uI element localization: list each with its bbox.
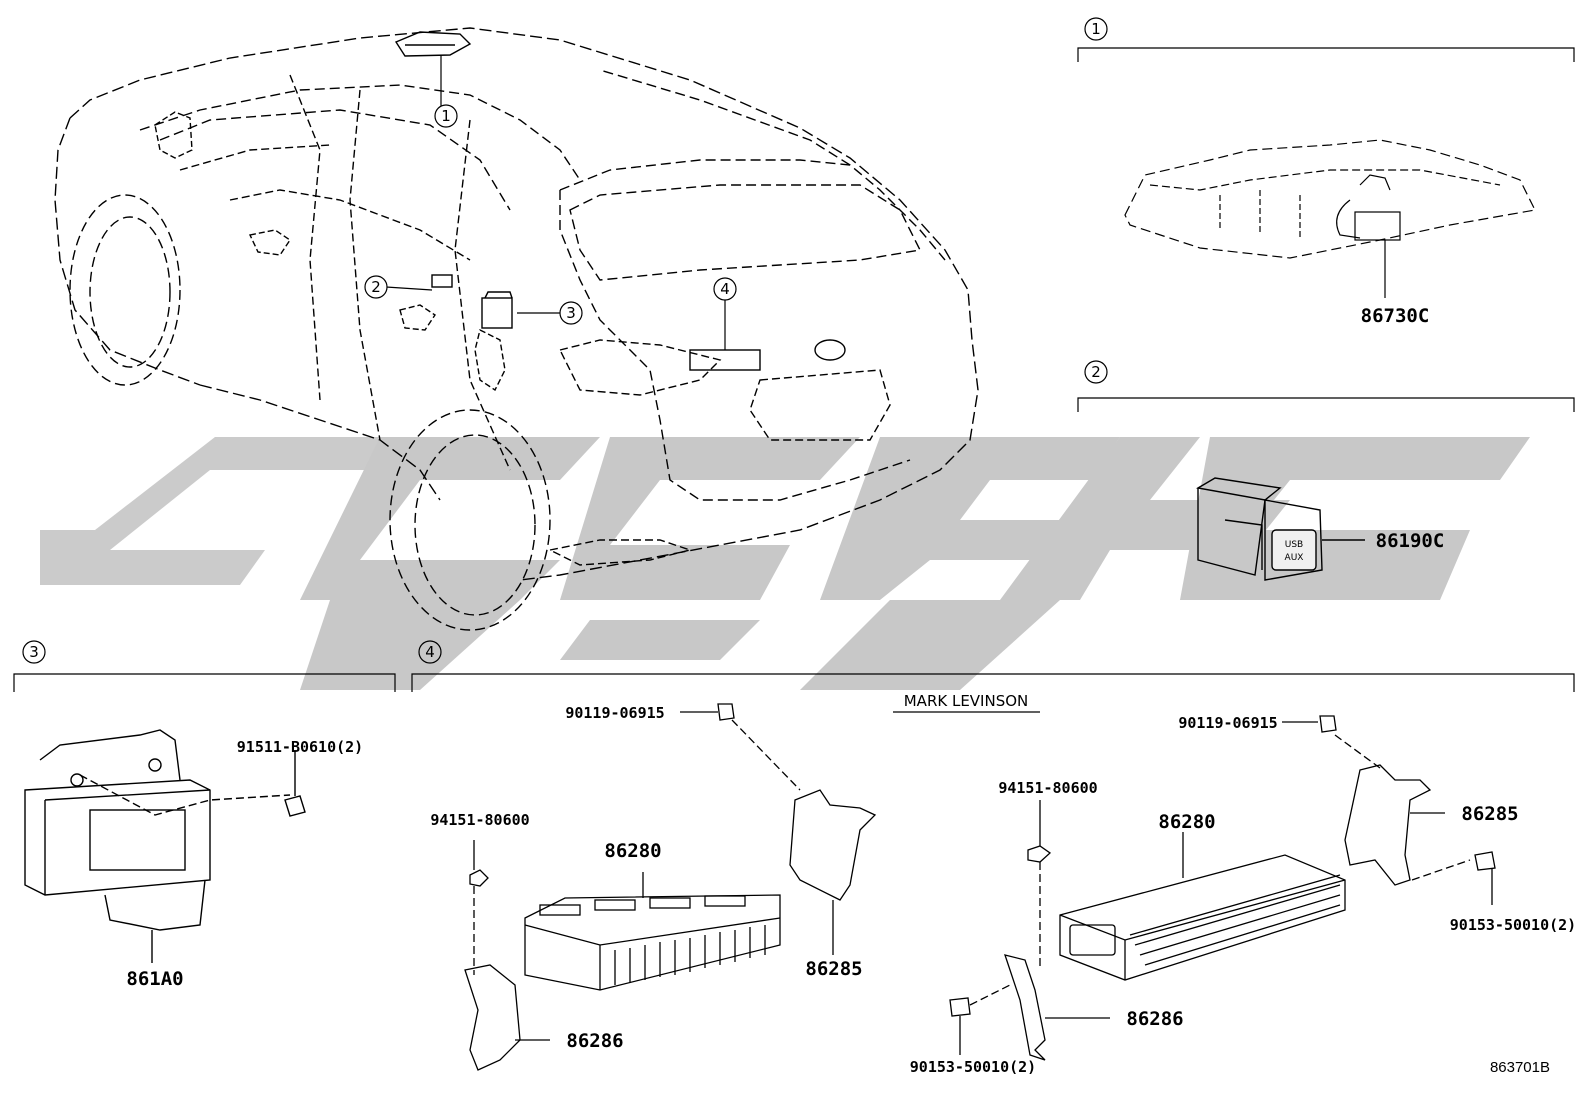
section-2-header	[1077, 360, 1575, 412]
mark-levinson-note: MARK LEVINSON	[904, 692, 1029, 710]
vehicle-outline	[54, 27, 979, 631]
amplifier-location	[689, 349, 761, 371]
diagram-id: 863701B	[1490, 1059, 1550, 1076]
ml-screw-left-label: 90153-50010(2)	[910, 1058, 1036, 1076]
ecu-location	[481, 291, 513, 329]
section-3-header	[13, 640, 396, 692]
std-amp-label: 86280	[604, 840, 661, 862]
standard-amplifier-assembly	[464, 703, 877, 1071]
mark-levinson-amplifier-assembly	[949, 715, 1496, 1061]
section-3-number: 3	[29, 643, 39, 661]
part-86190C-label: 86190C	[1376, 530, 1445, 552]
ml-bracket-lower-label: 86286	[1126, 1008, 1183, 1030]
ml-bracket-upper-label: 86285	[1461, 803, 1518, 825]
std-bolt-label: 90119-06915	[565, 704, 664, 722]
usb-label: USB	[1285, 540, 1303, 550]
ml-bolt-label: 90119-06915	[1178, 714, 1277, 732]
ml-amp-label: 86280	[1158, 811, 1215, 833]
watermark-logo	[40, 437, 1530, 690]
part-86730C-label: 86730C	[1361, 305, 1430, 327]
section-1-header	[1077, 17, 1575, 62]
part-91511-label: 91511-B0610(2)	[237, 738, 363, 756]
std-bracket-lower-label: 86286	[566, 1030, 623, 1052]
vehicle-callout-1: 1	[441, 107, 451, 125]
vehicle-callout-4: 4	[720, 280, 730, 298]
vehicle-callout-2: 2	[371, 278, 381, 296]
roof-console-location	[394, 31, 472, 57]
ml-screw-right-label: 90153-50010(2)	[1450, 916, 1576, 934]
aux-label: AUX	[1285, 553, 1304, 563]
std-nut-label: 94151-80600	[430, 811, 529, 829]
usb-location	[431, 274, 453, 288]
ecu-part	[24, 729, 306, 963]
section-2-number: 2	[1091, 363, 1101, 381]
usb-aux-jack-part	[1196, 477, 1365, 581]
section-4-number: 4	[425, 643, 435, 661]
overhead-console-part	[1124, 139, 1536, 298]
ml-nut-label: 94151-80600	[998, 779, 1097, 797]
section-4-header	[411, 640, 1575, 713]
std-bracket-upper-label: 86285	[805, 958, 862, 980]
part-861A0-label: 861A0	[126, 968, 183, 990]
vehicle-callout-3: 3	[566, 304, 576, 322]
vehicle-callouts	[364, 55, 737, 350]
section-1-number: 1	[1091, 20, 1101, 38]
